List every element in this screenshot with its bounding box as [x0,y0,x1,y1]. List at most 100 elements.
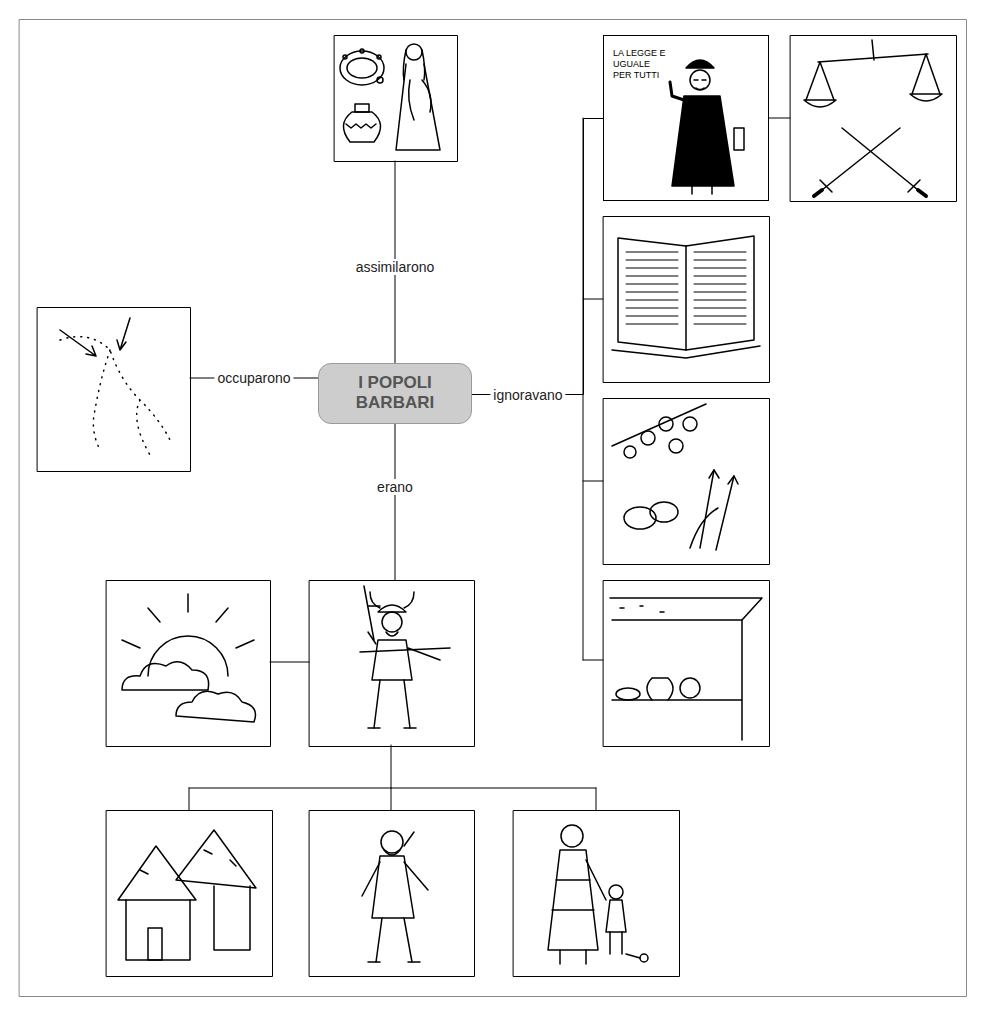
market-stall [680,678,700,698]
man-figure [362,831,428,962]
picture-box: LA LEGGE E UGUALE PER TUTTI [603,35,769,201]
scales-and-swords [804,94,942,107]
connector-lines [583,660,603,661]
connector-lines [391,788,392,810]
market-stall [616,688,640,700]
connector-lines [270,662,309,663]
open-book [626,252,746,324]
warrior-figure [372,640,412,680]
open-book [694,252,746,324]
woman-and-child [609,885,623,899]
warrior-figure [386,632,398,636]
invasion-map [60,318,170,455]
judge-figure [686,60,714,68]
picture-frames [310,581,475,747]
fruit-bread-wheat [709,470,738,484]
woman-and-child [586,860,606,900]
relation-label: ignoravano [490,387,565,403]
picture-frames [38,308,191,472]
invasion-map [117,318,130,350]
judge-figure [692,186,712,194]
scales-and-swords [822,128,918,190]
open-book [612,346,760,358]
woman-and-child [610,932,622,954]
warrior-figure [378,605,406,612]
connector-line [472,119,603,395]
sun-and-clouds [122,594,254,648]
warrior-figure [364,586,374,640]
open-book [686,236,754,350]
connector-lines [395,161,396,393]
open-book [612,236,760,358]
village-huts [148,928,162,960]
connector-lines [583,299,603,300]
market-stall [612,620,742,740]
picture-frames [107,581,271,747]
woman-and-child [548,825,648,964]
village-huts [118,846,196,900]
man-figure [362,862,428,896]
picture-frames [514,811,680,977]
fruit-bread-wheat [612,404,706,446]
woman-and-child [626,954,640,958]
market-stall [647,678,673,700]
woman-and-child [606,900,626,932]
village-huts [140,850,236,874]
judge-figure [670,60,744,194]
outer-frame [20,20,967,997]
woman-and-child [552,880,594,910]
market-stall [610,598,762,740]
fruit-bread-wheat [641,431,655,445]
scales-and-swords [872,40,874,60]
warrior-figure [368,632,440,660]
fruit-bread-wheat [624,507,656,529]
relation-label: occuparono [214,370,293,386]
jewels-vase-woman [409,80,431,120]
jewels-vase-woman [355,104,369,112]
warrior-figure [374,680,410,728]
fruit-bread-wheat [624,446,636,458]
fruit-bread-wheat [690,470,734,550]
jewels-vase-woman [346,124,376,128]
jewels-vase-woman [406,44,422,60]
sun-and-clouds [176,691,256,722]
warrior-figure [368,727,416,729]
picture-frames [791,36,957,202]
connector-lines [189,788,596,789]
fruit-bread-wheat [659,417,673,431]
picture-frames [335,36,458,162]
connector-lines [596,788,597,810]
warrior-figure [368,605,380,607]
connector-lines [583,481,603,482]
scales-and-swords [806,54,940,100]
warrior-figure [382,612,402,632]
picture-frames [107,811,273,977]
judge-figure [672,96,734,186]
scales-and-swords [818,54,928,62]
relation-label: erano [374,479,416,495]
village-huts [118,830,256,960]
jewels-vase-woman [343,112,380,142]
sun-and-clouds [148,636,228,676]
warrior-figure [360,586,450,728]
connector-lines [189,788,190,810]
node-text: I POPOLI BARBARI [333,373,457,414]
man-figure [384,850,400,855]
judge-figure [694,80,706,90]
jewels-vase-woman [396,64,440,150]
jewels-vase-woman [377,55,381,59]
judge-figure [670,82,684,100]
node-text: LA LEGGE E UGUALE PER TUTTI [613,48,667,80]
jewels-vase-woman [340,51,384,85]
man-figure [376,918,412,962]
market-stall [610,598,762,620]
sun-and-clouds [122,594,256,722]
judge-figure [690,70,710,90]
village-huts [176,830,256,888]
fruit-bread-wheat [669,439,683,453]
woman-and-child [640,954,648,962]
